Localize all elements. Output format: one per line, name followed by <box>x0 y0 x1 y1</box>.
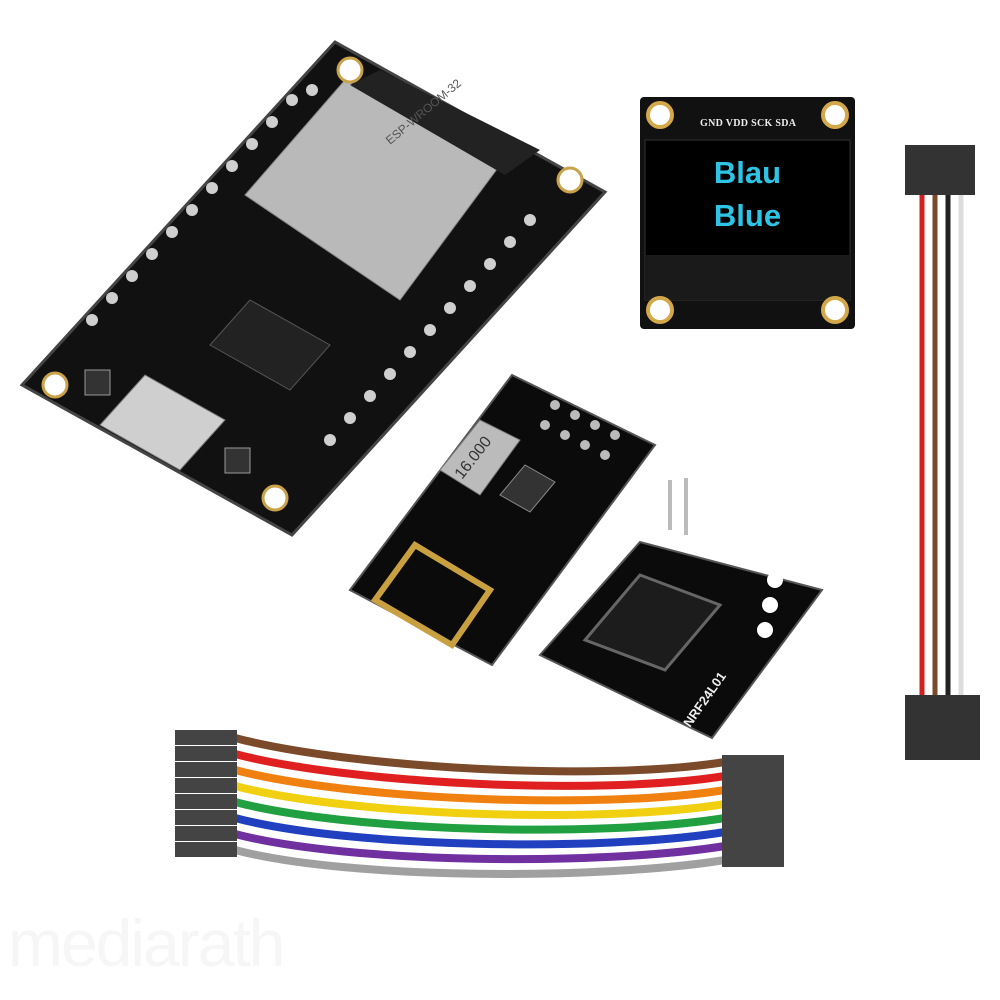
connector-housing <box>175 778 237 793</box>
ribbon-wire <box>233 830 726 864</box>
oled-display <box>640 97 855 329</box>
connector-housing <box>722 811 784 825</box>
oled-pin-labels: GND VDD SCK SDA <box>700 118 797 129</box>
connector-housing <box>175 762 237 777</box>
connector-housing <box>722 797 784 811</box>
connector-housing <box>175 794 237 809</box>
ribbon-wire <box>233 734 726 776</box>
esp32-board: ESP-WROOM-32 <box>19 40 608 537</box>
ribbon-wire <box>233 766 726 805</box>
ribbon-wire <box>233 798 726 834</box>
connector-housing <box>175 810 237 825</box>
connector-housing <box>175 826 237 841</box>
ribbon-cable <box>175 730 784 878</box>
oled-line-1: Blau <box>713 155 782 190</box>
jumper-cable-vertical <box>905 145 980 760</box>
connector-housing <box>722 853 784 867</box>
ribbon-wire <box>233 814 726 849</box>
watermark: mediarath <box>8 906 285 980</box>
nrf24-module: 16.000 <box>348 373 657 667</box>
oled-line-2: Blue <box>713 198 782 233</box>
ribbon-wire <box>233 782 726 819</box>
nrf24-adapter: NRF24L01 <box>538 478 824 740</box>
ribbon-wire <box>233 846 726 878</box>
connector-housing <box>175 730 237 745</box>
connector-housing <box>175 746 237 761</box>
connector-housing <box>722 839 784 853</box>
connector-housing <box>722 783 784 797</box>
connector-housing <box>722 825 784 839</box>
connector-housing <box>722 755 784 769</box>
pin-headers <box>86 84 536 446</box>
crystal <box>439 419 521 496</box>
connector-housing <box>175 842 237 857</box>
ribbon-wire <box>233 750 726 790</box>
connector-housing <box>722 769 784 783</box>
